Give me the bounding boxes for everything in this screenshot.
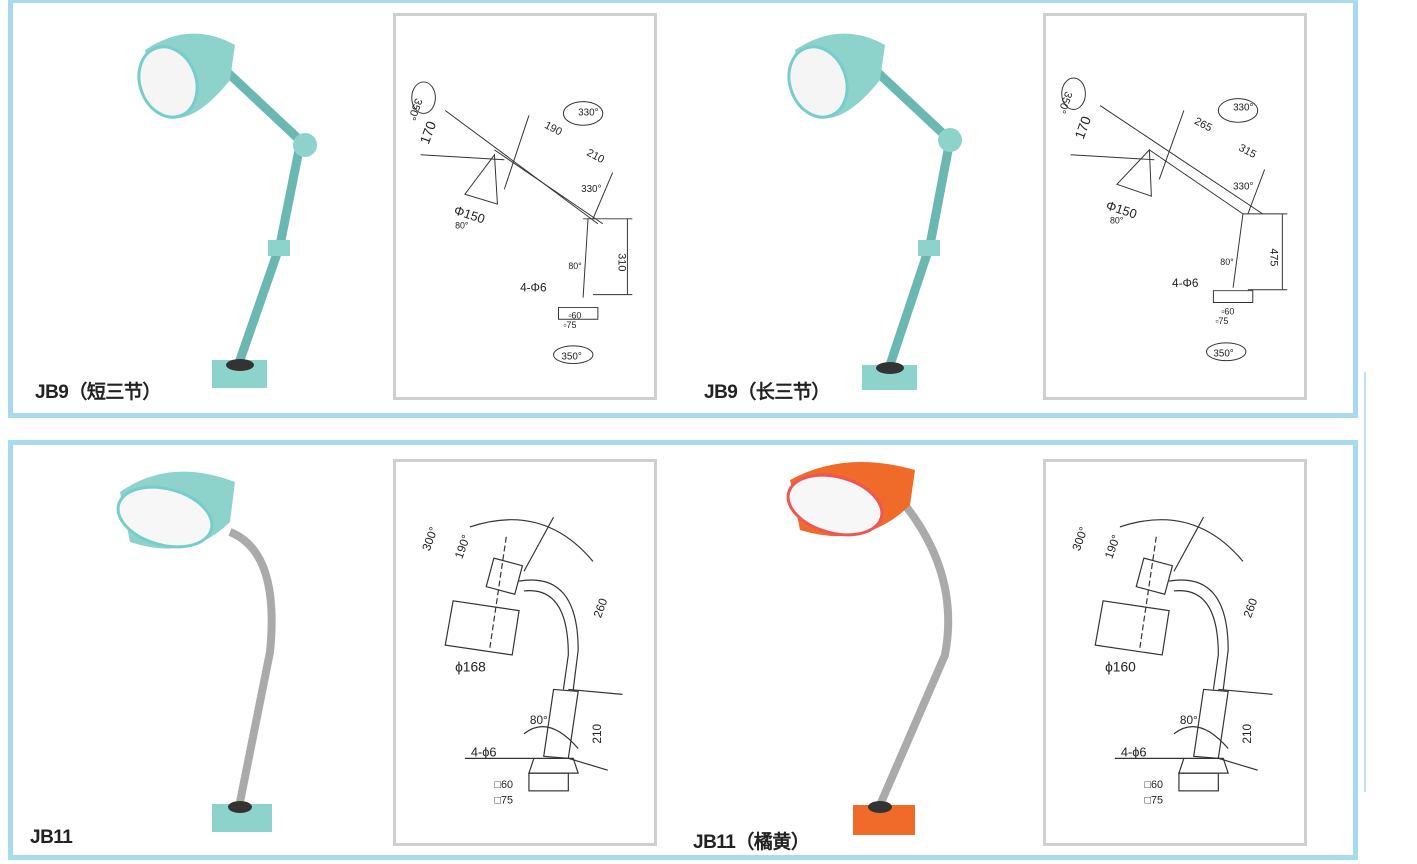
dimension-label: 260	[1240, 596, 1260, 620]
dimension-label: ▫60	[1221, 306, 1234, 316]
dimension-label: 350°	[561, 352, 581, 363]
dimension-label: 4-Φ6	[1172, 276, 1199, 290]
dimension-label: 315	[1237, 142, 1259, 161]
dimension-label: 300°	[1069, 525, 1091, 553]
dimension-label: 210	[585, 147, 607, 166]
lamp-photo-jb9-long	[787, 33, 962, 390]
technical-drawing: 300° 190° 260 ϕ168 80° 210 4-ϕ6 □60 □75	[419, 516, 623, 807]
technical-drawing: 350° 170 190 210 330° 330° Φ150 80° 310 …	[405, 81, 633, 365]
dimension-label: 170	[1072, 114, 1094, 141]
product-label: JB9（短三节）	[35, 382, 161, 403]
lamp-photo-jb9-short	[137, 33, 317, 388]
dimension-label: 350°	[405, 97, 424, 122]
product-label: JB9（长三节）	[704, 382, 830, 403]
dimension-label: 190°	[1102, 532, 1124, 560]
technical-drawing: 300° 190° 260 ϕ160 80° 210 4-ϕ6 □60 □75	[1069, 516, 1273, 807]
dimension-label: 330°	[1233, 181, 1253, 192]
dimension-label: 330°	[1233, 102, 1253, 113]
dimension-label: 350°	[1055, 90, 1074, 115]
lamp-photo-jb11-orange	[786, 462, 953, 835]
product-label: JB11（橘黄）	[693, 832, 810, 853]
dimension-label: 80°	[1220, 257, 1234, 267]
dimension-label: 80°	[455, 221, 469, 231]
dimension-label: 190°	[452, 532, 474, 560]
dimension-label: 210	[590, 723, 604, 743]
dimension-label: 265	[1192, 115, 1214, 134]
dimension-drawing-jb11-orange: 300° 190° 260 ϕ160 80° 210 4-ϕ6 □60 □75	[1043, 459, 1307, 846]
dimension-label: 350°	[1213, 349, 1233, 360]
dimension-label: 475	[1268, 248, 1280, 266]
dimension-label: □60	[494, 779, 513, 791]
dimension-label: 4-ϕ6	[471, 744, 497, 759]
dimension-label: □75	[1144, 795, 1163, 807]
dimension-label: ▫75	[1215, 316, 1228, 326]
product-label: JB11	[30, 827, 73, 848]
dimension-label: 4-ϕ6	[1121, 744, 1147, 759]
dimension-drawing-jb9-long: 350° 170 265 315 330° 330° Φ150 80° 475 …	[1043, 13, 1307, 400]
dimension-label: 210	[1240, 723, 1254, 743]
dimension-label: 330°	[581, 184, 601, 195]
dimension-label: ϕ168	[455, 660, 486, 675]
dimension-label: 80°	[568, 261, 582, 271]
dimension-label: ▫75	[563, 320, 576, 330]
dimension-label: 80°	[530, 713, 548, 727]
dimension-label: 4-Φ6	[520, 281, 547, 295]
dimension-label: 170	[417, 119, 439, 146]
dimension-label: 310	[616, 253, 628, 271]
dimension-label: 300°	[419, 525, 441, 553]
dimension-label: □75	[494, 795, 513, 807]
product-panel-jb11	[8, 440, 1358, 860]
dimension-label: 260	[590, 596, 610, 620]
technical-drawing: 350° 170 265 315 330° 330° Φ150 80° 475 …	[1055, 77, 1288, 362]
dimension-label: 80°	[1110, 216, 1124, 226]
dimension-label: 80°	[1180, 713, 1198, 727]
dimension-drawing-jb11: 300° 190° 260 ϕ168 80° 210 4-ϕ6 □60 □75	[393, 459, 657, 846]
dimension-label: 330°	[578, 107, 598, 118]
product-panel-jb9	[8, 0, 1358, 418]
lamp-photo-jb11	[116, 471, 276, 832]
dimension-label: □60	[1144, 779, 1163, 791]
divider	[1364, 372, 1366, 792]
dimension-label: ▫60	[568, 310, 581, 320]
dimension-drawing-jb9-short: 350° 170 190 210 330° 330° Φ150 80° 310 …	[393, 13, 657, 400]
dimension-label: 190	[542, 119, 564, 138]
dimension-label: ϕ160	[1105, 660, 1136, 675]
